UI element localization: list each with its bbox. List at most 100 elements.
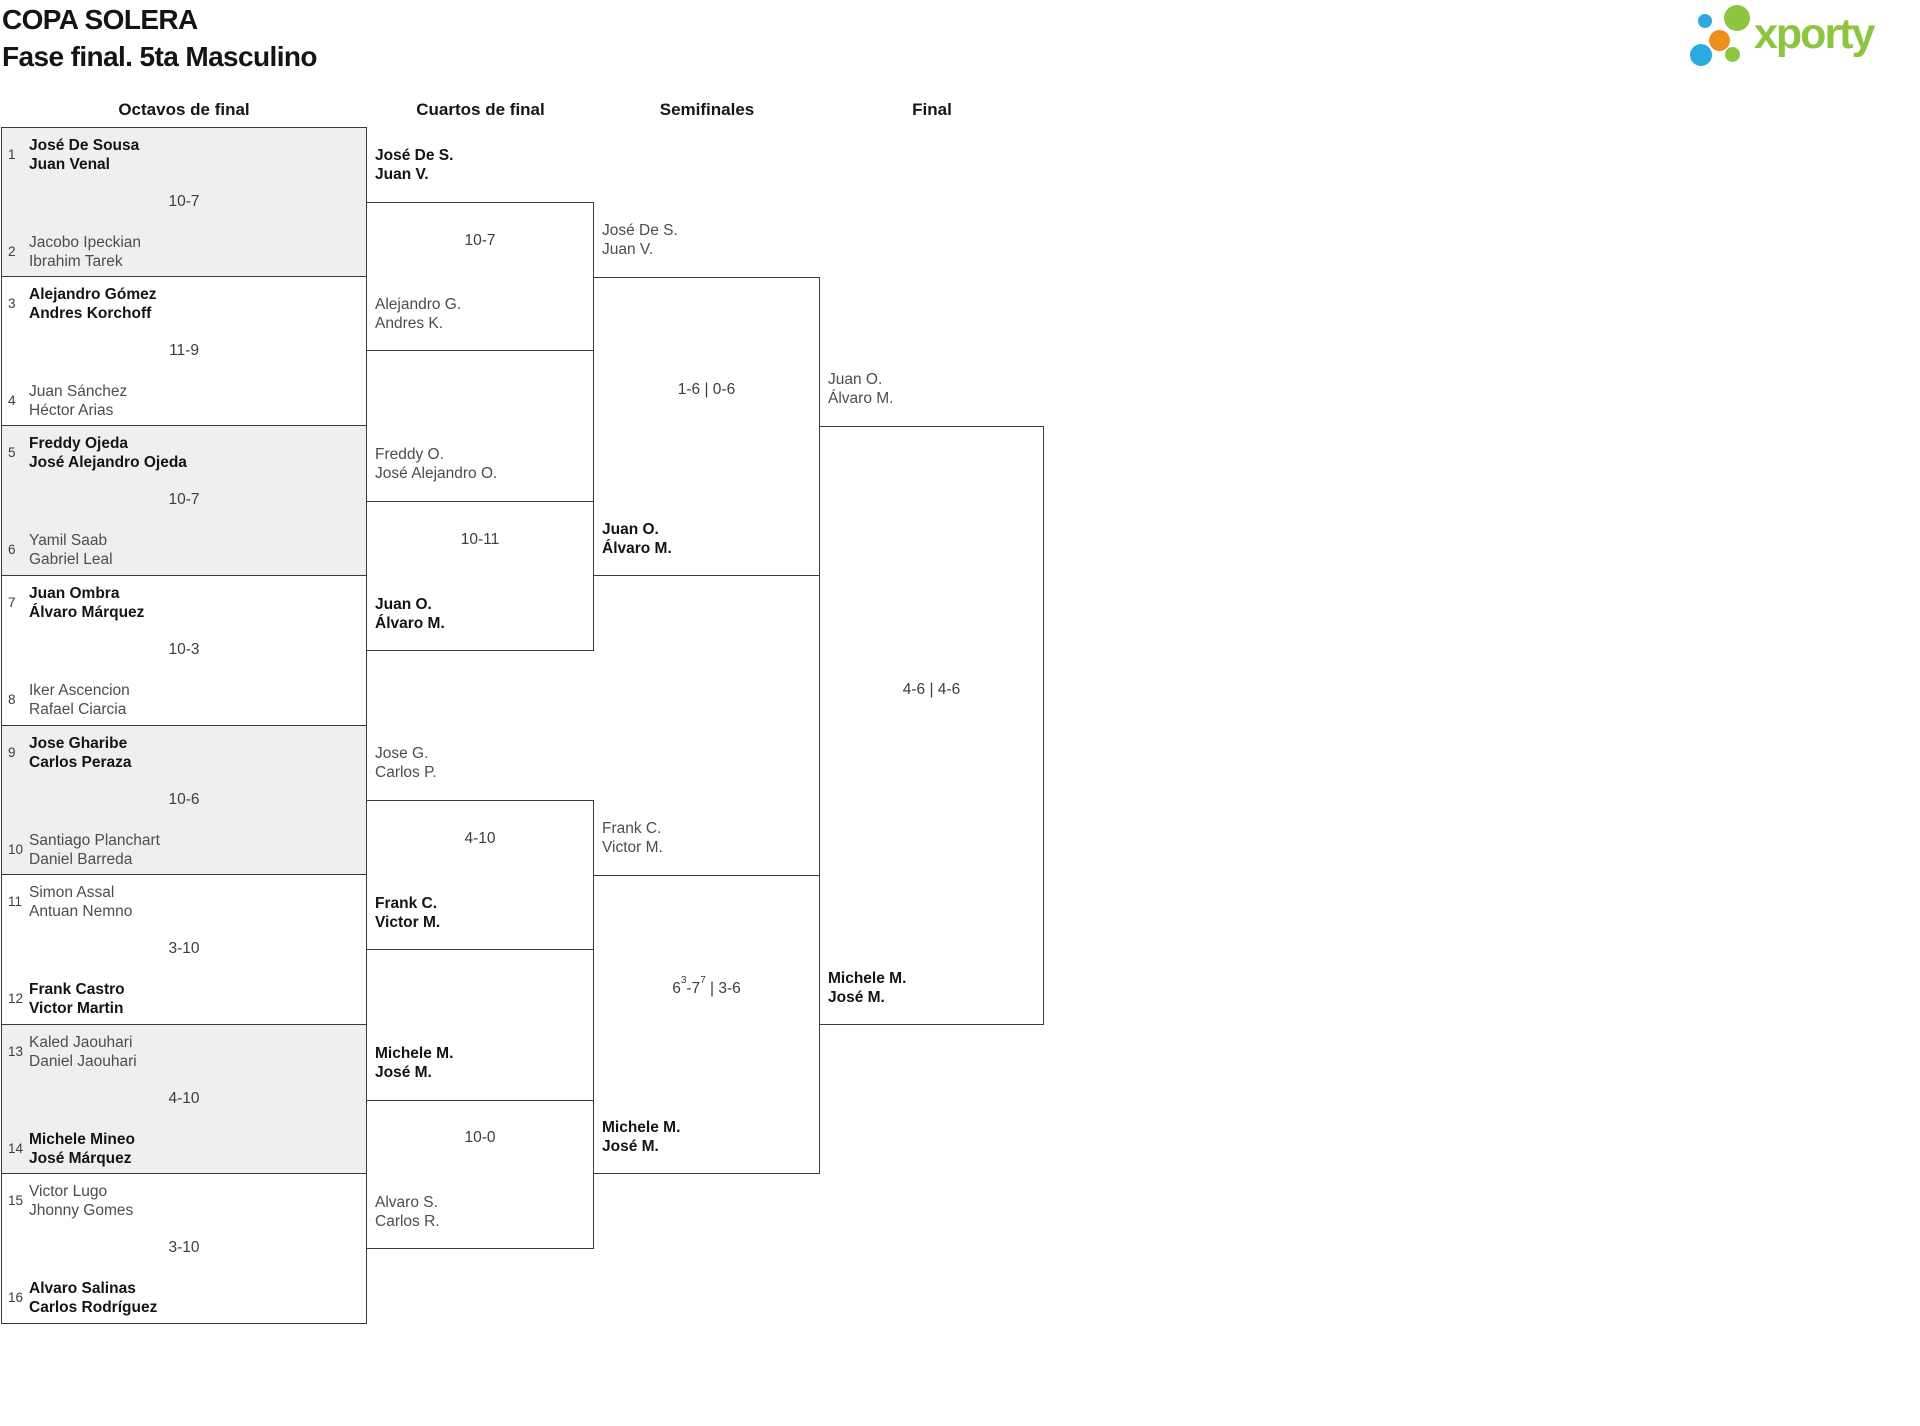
match-score: 10-7 bbox=[168, 193, 200, 210]
match-final-1-box bbox=[819, 426, 1044, 1025]
round-header-2: Cuartos de final bbox=[416, 100, 545, 119]
qf-4-bottom-participant-line: Carlos R. bbox=[375, 1213, 440, 1231]
team-name-line: José De Sousa bbox=[29, 137, 140, 154]
round-header-1: Octavos de final bbox=[118, 100, 250, 119]
qf-2-top-participant-line: Freddy O. bbox=[375, 446, 444, 464]
final-1-top-participant: Juan O.Álvaro M. bbox=[828, 370, 1035, 408]
team-name-line: Rafael Ciarcia bbox=[29, 700, 127, 718]
team-name-line: Michele Mineo bbox=[29, 1130, 135, 1148]
match-sf-2-score: 63-77 | 3-6 bbox=[672, 974, 741, 997]
final-1-top-participant-line: Juan O. bbox=[828, 371, 883, 389]
sf-2-top-participant: Frank C.Victor M. bbox=[602, 819, 811, 857]
logo-dot-blue-small-icon bbox=[1698, 14, 1712, 28]
match-score: 11-9 bbox=[169, 341, 199, 359]
match-sf-2-box bbox=[593, 875, 820, 1175]
qf-3-top-participant-line: Carlos P. bbox=[375, 764, 437, 782]
sf-1-bottom-participant-line: Álvaro M. bbox=[602, 539, 672, 557]
team-name-line: Jhonny Gomes bbox=[29, 1202, 134, 1220]
qf-3-top-participant: Jose G.Carlos P. bbox=[375, 744, 585, 782]
team-name-line: Daniel Jaouhari bbox=[29, 1052, 137, 1070]
qf-1-top-participant-line: Juan V. bbox=[375, 165, 429, 183]
team-name-line: Carlos Peraza bbox=[29, 753, 132, 771]
team-name-line: José Alejandro Ojeda bbox=[29, 454, 187, 472]
sf-2-bottom-participant-line: Michele M. bbox=[602, 1119, 681, 1137]
team-seed: 7 bbox=[8, 594, 16, 610]
qf-4-bottom-participant-line: Alvaro S. bbox=[375, 1194, 438, 1212]
team-name-line: Frank Castro bbox=[29, 981, 125, 999]
match-score: 3-10 bbox=[168, 940, 200, 958]
team-name-line: Victor Lugo bbox=[29, 1183, 108, 1201]
qf-2-top-participant: Freddy O.José Alejandro O. bbox=[375, 445, 585, 483]
qf-2-bottom-participant: Juan O.Álvaro M. bbox=[375, 595, 585, 633]
match-sf-1-score: 1-6 | 0-6 bbox=[677, 381, 736, 399]
team-seed: 5 bbox=[8, 445, 16, 461]
qf-1-top-participant: José De S.Juan V. bbox=[375, 146, 585, 184]
round-header-4: Final bbox=[912, 100, 952, 119]
match-qf-3-score: 4-10 bbox=[464, 830, 496, 848]
page-title-block: COPA SOLERA Fase final. 5ta Masculino bbox=[2, 1, 317, 75]
match-qf-4-box bbox=[366, 1099, 594, 1250]
team-name-line: Juan Venal bbox=[29, 156, 110, 173]
team-seed: 1 bbox=[8, 147, 16, 162]
final-1-bottom-participant: Michele M.José M. bbox=[828, 969, 1035, 1007]
team-seed: 13 bbox=[8, 1043, 24, 1059]
team-name-line: Alvaro Salinas bbox=[29, 1280, 136, 1298]
page-title: COPA SOLERA bbox=[2, 4, 198, 35]
page-subtitle: Fase final. 5ta Masculino bbox=[2, 41, 317, 72]
team-seed: 14 bbox=[8, 1140, 24, 1156]
match-score: 3-10 bbox=[168, 1239, 200, 1257]
round-header-3: Semifinales bbox=[659, 100, 755, 119]
team-name-line: Victor Martin bbox=[29, 1000, 124, 1018]
match-score: 10-3 bbox=[168, 640, 200, 658]
team-seed: 2 bbox=[8, 244, 16, 259]
match-qf-1-score: 10-7 bbox=[464, 231, 496, 249]
team-name-line: Andres Korchoff bbox=[29, 304, 152, 322]
xporty-logo[interactable]: xporty bbox=[1680, 2, 1916, 72]
final-1-bottom-participant-line: José M. bbox=[828, 988, 885, 1006]
team-name-line: Carlos Rodríguez bbox=[29, 1299, 158, 1317]
team-seed: 4 bbox=[8, 392, 16, 408]
final-1-top-participant-line: Álvaro M. bbox=[828, 390, 894, 408]
qf-4-top-participant: Michele M.José M. bbox=[375, 1044, 585, 1082]
final-1-bottom-participant-line: Michele M. bbox=[828, 969, 907, 987]
team-name-line: Freddy Ojeda bbox=[29, 435, 129, 453]
qf-4-top-participant-line: José M. bbox=[375, 1063, 432, 1081]
qf-1-bottom-participant: Alejandro G.Andres K. bbox=[375, 295, 585, 333]
team-seed: 10 bbox=[8, 841, 24, 857]
team-seed: 11 bbox=[8, 894, 23, 910]
team-name-line: Simon Assal bbox=[29, 884, 115, 902]
match-qf-4-score: 10-0 bbox=[464, 1129, 496, 1147]
team-seed: 3 bbox=[8, 295, 16, 311]
qf-2-bottom-participant-line: Álvaro M. bbox=[375, 614, 445, 632]
qf-2-top-participant-line: José Alejandro O. bbox=[375, 465, 498, 483]
qf-1-bottom-participant-line: Andres K. bbox=[375, 315, 444, 333]
sf-1-top-participant: José De S.Juan V. bbox=[602, 221, 811, 259]
team-name-line: Álvaro Márquez bbox=[29, 603, 145, 621]
match-qf-2-box bbox=[366, 501, 594, 651]
team-name-line: Kaled Jaouhari bbox=[29, 1033, 133, 1051]
sf-1-top-participant-line: Juan V. bbox=[602, 240, 654, 258]
team-seed: 15 bbox=[8, 1193, 24, 1209]
sf-2-bottom-participant-line: José M. bbox=[602, 1138, 659, 1156]
qf-1-top-participant-line: José De S. bbox=[375, 146, 454, 164]
team-name-line: Juan Sánchez bbox=[29, 382, 128, 400]
